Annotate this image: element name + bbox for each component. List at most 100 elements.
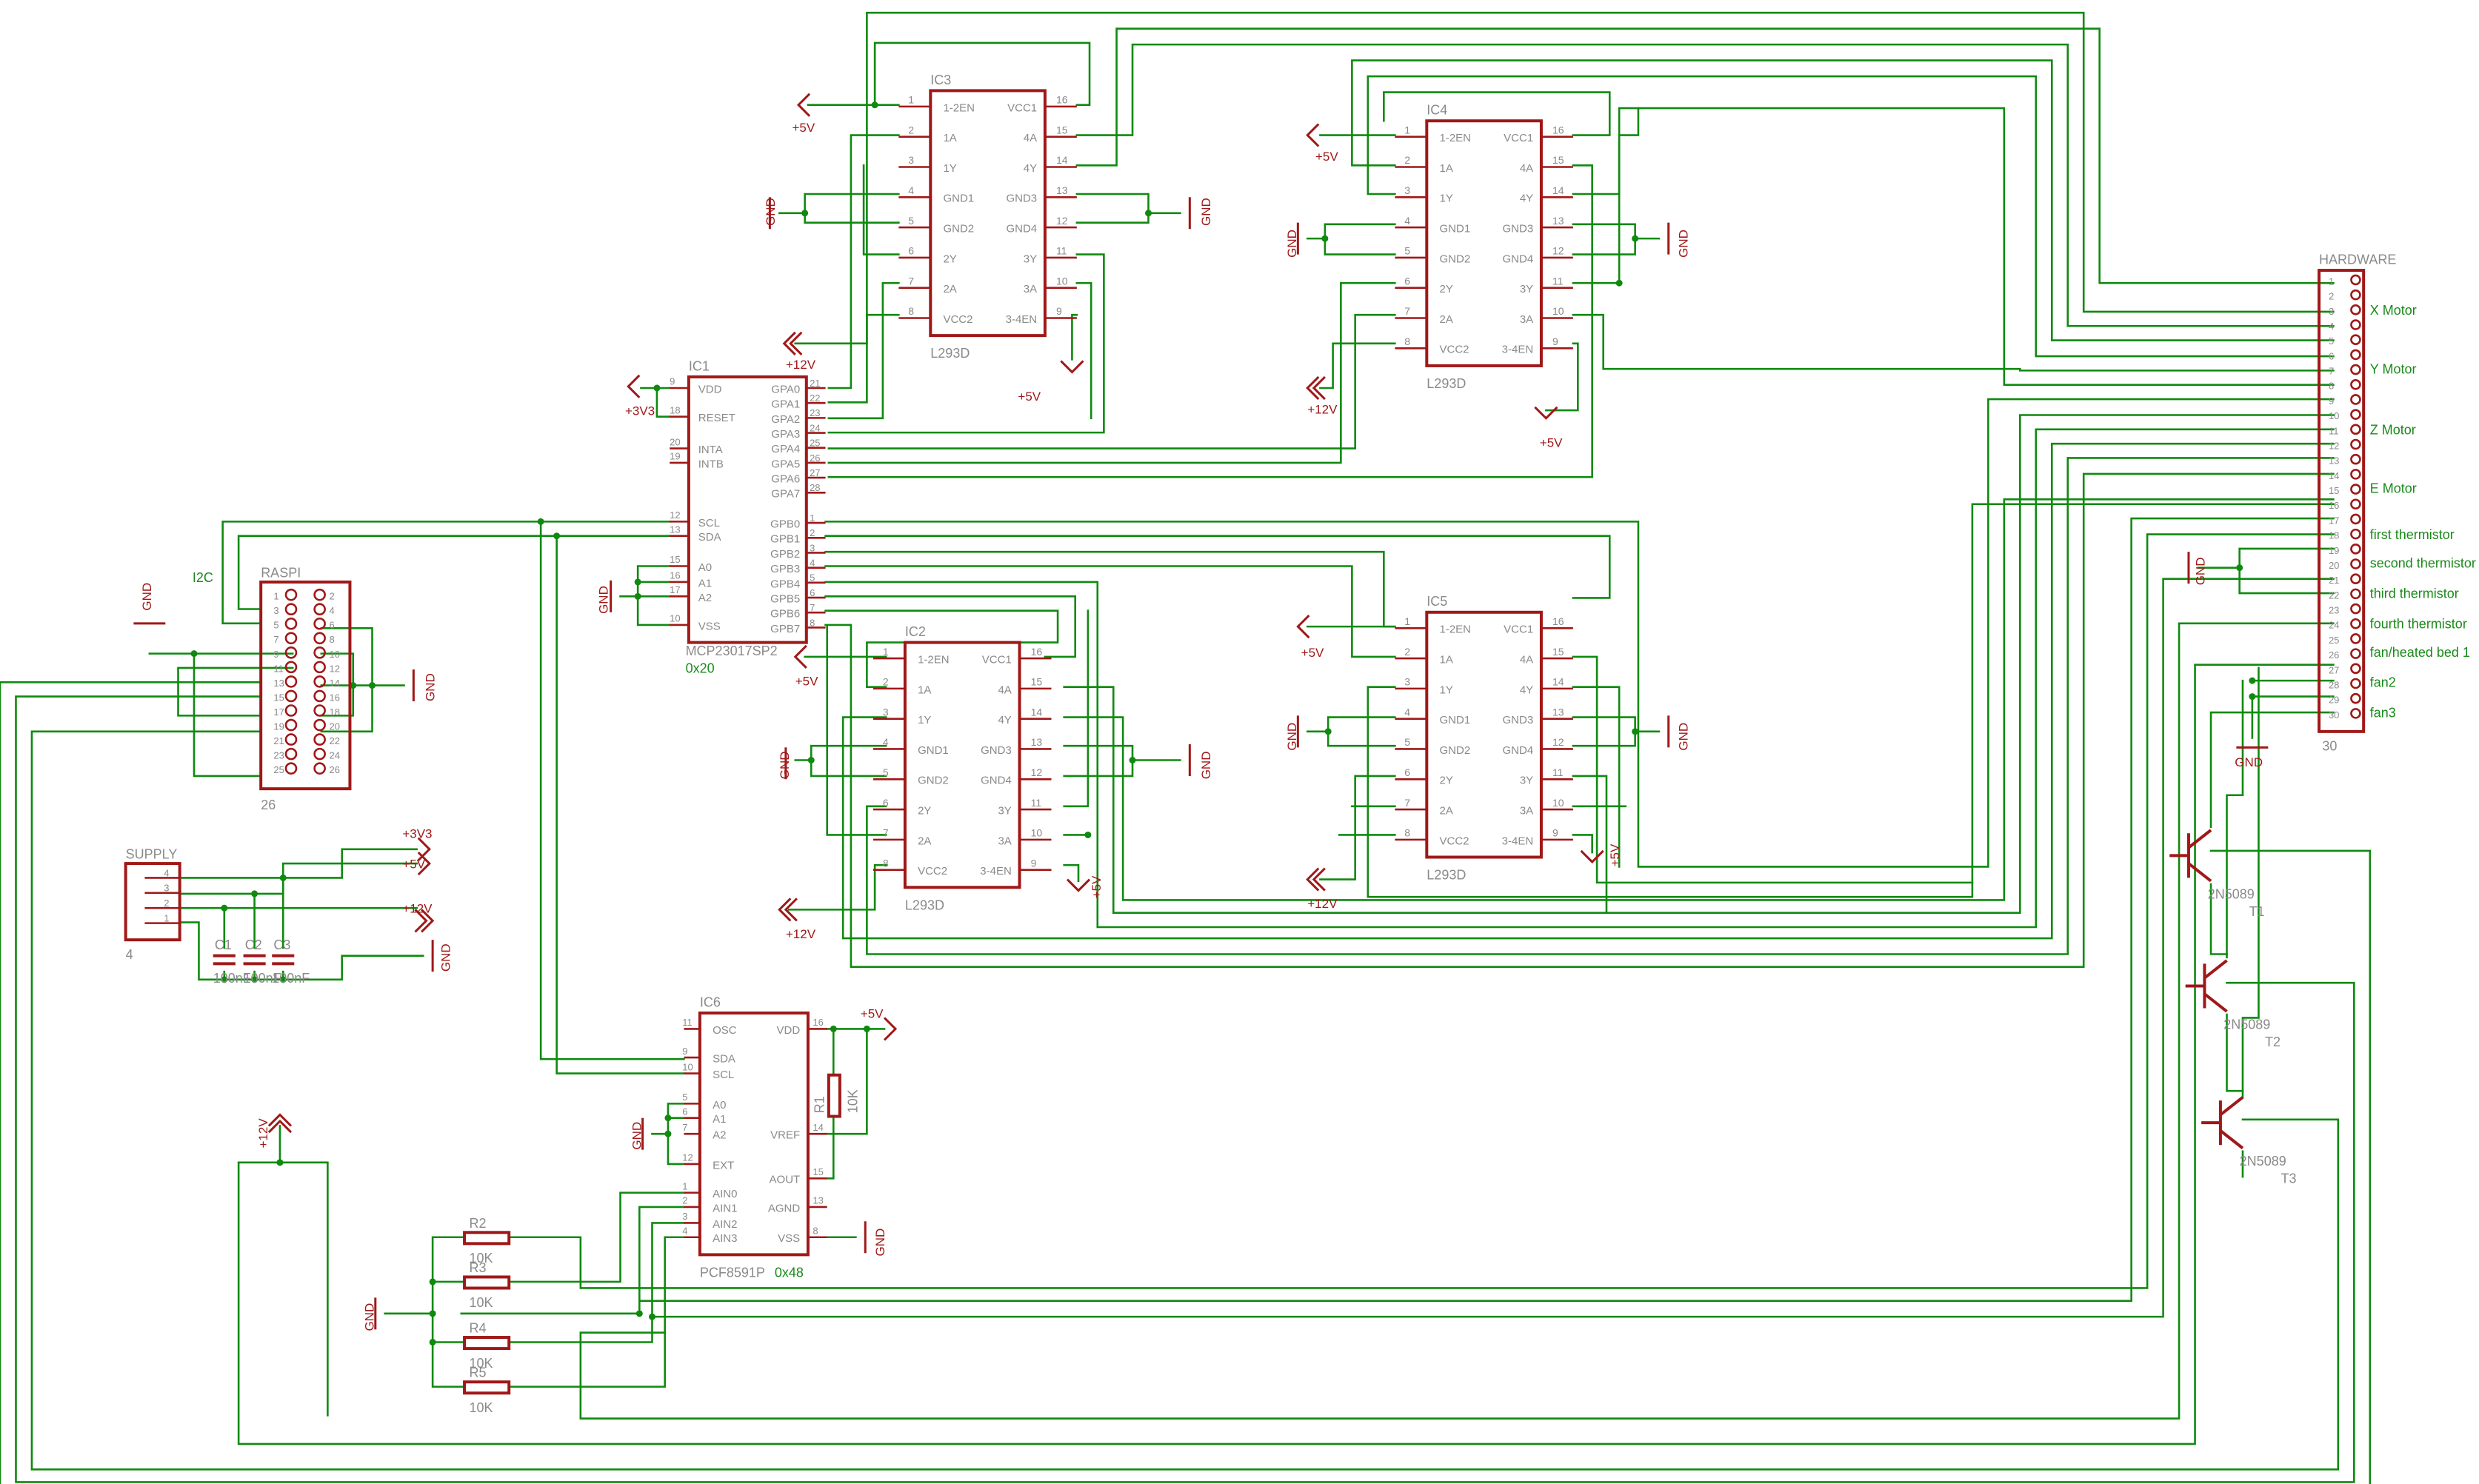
raspi-pad: [284, 632, 298, 645]
sym-5v-ic4: [1306, 123, 1320, 147]
ic1-pin-num: 24: [810, 422, 820, 433]
ic5-pin-num: 7: [1404, 797, 1410, 809]
junction: [863, 1025, 870, 1032]
hardware-pad: [2350, 633, 2361, 644]
r1-name: R1: [812, 1096, 827, 1113]
ic1-pin-num: 18: [670, 404, 680, 415]
hardware-net-label: E Motor: [2370, 481, 2417, 496]
ic6-pin-num: 2: [682, 1195, 687, 1206]
c1-name: C1: [215, 937, 232, 952]
r4-body: [463, 1336, 511, 1351]
sym-5v-ic2-en: [1066, 878, 1091, 892]
ic5-pin-num: 3: [1404, 676, 1410, 688]
ic2-pin-name: 1-2EN: [918, 654, 950, 666]
ic2-pin-name: VCC1: [982, 654, 1012, 666]
supply-pin-count: 4: [126, 947, 133, 962]
ic5-pin-num: 11: [1552, 766, 1564, 778]
gnd-ic6-vss-label: GND: [873, 1229, 887, 1257]
junction: [251, 890, 258, 898]
ic6-pin-name: EXT: [713, 1159, 734, 1172]
raspi-pad: [284, 704, 298, 717]
sym-12v-ic2-dbl: [784, 898, 798, 922]
sym-3v3-ic1: [627, 374, 641, 398]
gnd-ic4-left-label: GND: [1285, 230, 1299, 258]
ic5-pin-num: 10: [1552, 797, 1564, 809]
r4-value: 10K: [470, 1356, 493, 1371]
hardware-pin-num: 24: [2329, 620, 2339, 631]
hardware-pin-num: 5: [2329, 335, 2334, 347]
ic5-pin-name: 1-2EN: [1439, 624, 1471, 636]
wire: [178, 921, 424, 981]
gnd-raspi-left-label: GND: [140, 583, 154, 611]
ic1-pin-num: 9: [670, 376, 675, 387]
ic4-pin-num: 14: [1552, 184, 1564, 196]
junction: [653, 384, 661, 392]
ic2-pin-name: 4Y: [998, 714, 1011, 726]
junction: [664, 1114, 672, 1122]
raspi-pad: [284, 747, 298, 761]
ic5-pin-name: VCC1: [1504, 624, 1533, 636]
raspi-pin-count: 26: [261, 798, 276, 812]
sym-5v-ic3-label: +5V: [792, 121, 815, 135]
hardware-pad: [2350, 409, 2361, 420]
sym-5v-ic5: [1296, 615, 1310, 639]
raspi-i2c-label: I2C: [193, 570, 213, 585]
ic1-pin-name: GPB7: [770, 623, 800, 635]
ic4-pin-name: 4Y: [1520, 193, 1533, 205]
wire: [2209, 883, 2228, 955]
ic1-pin-num: 7: [810, 602, 815, 613]
ic4-pin-num: 15: [1552, 154, 1564, 166]
wire: [794, 313, 900, 345]
ic1-pin-name: INTA: [698, 444, 723, 456]
supply-name: SUPPLY: [126, 847, 178, 862]
c3-value: 100nF: [272, 971, 310, 986]
ic3-value: L293D: [930, 346, 970, 361]
r3-name: R3: [470, 1260, 487, 1275]
ic3-pin-num: 4: [908, 184, 914, 196]
raspi-pad: [284, 718, 298, 732]
ic1-pin-num: 5: [810, 572, 815, 584]
ic1-pin-name: GPA3: [771, 428, 800, 441]
ic1-pin-num: 6: [810, 587, 815, 598]
junction: [801, 210, 809, 217]
ic3-pin-num: 1: [908, 94, 914, 106]
supply-symbols: [133, 93, 2269, 1330]
ic3-pin-name: 2A: [943, 283, 956, 295]
ic1-pin-name: GPA6: [771, 473, 800, 486]
ic2-pin-num: 3: [883, 706, 889, 718]
wire: [1319, 775, 1396, 880]
ic5-pin-num: 14: [1552, 676, 1564, 688]
ic3-pin-name: 3-4EN: [1006, 313, 1038, 326]
wire: [824, 398, 2335, 868]
ic3-pin-num: 9: [1056, 305, 1062, 317]
hardware-net-label: Z Motor: [2370, 422, 2416, 437]
raspi-pin-num: 19: [273, 721, 284, 732]
hardware-pad: [2350, 274, 2361, 286]
junction: [2249, 677, 2256, 684]
ic4-pin-num: 3: [1404, 184, 1410, 196]
ic1-pin-num: 4: [810, 558, 815, 569]
t3-value: 2N5089: [2240, 1154, 2286, 1169]
raspi-pin-num: 26: [330, 764, 340, 775]
c1-value: 100nF: [213, 971, 251, 986]
gnd-ic6-label: GND: [630, 1122, 644, 1150]
t1-collector: [2187, 829, 2212, 849]
hardware-net-label: first thermistor: [2370, 527, 2455, 542]
ic1-pin-num: 12: [670, 509, 680, 521]
hardware-pad: [2350, 618, 2361, 629]
parts: [124, 89, 2366, 1395]
ic6-pin-name: VREF: [770, 1129, 800, 1142]
ic6-pin-name: AIN3: [713, 1232, 737, 1245]
wire: [555, 535, 685, 1074]
raspi-pin-num: 20: [330, 721, 340, 732]
ic3-name: IC3: [930, 73, 951, 87]
sym-5v-ic4-label: +5V: [1315, 150, 1338, 164]
wire: [507, 1191, 685, 1283]
ic1-pin-num: 10: [670, 613, 680, 624]
raspi-pin-num: 17: [273, 706, 284, 718]
ic5-pin-num: 15: [1552, 646, 1564, 658]
ic1-pin-name: A0: [698, 561, 712, 574]
sym-12v-bottom-dbl: [267, 1119, 293, 1134]
